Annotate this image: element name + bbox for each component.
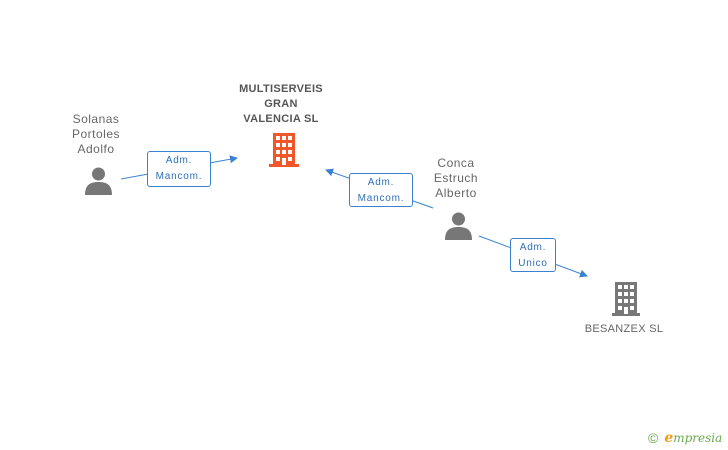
relation-badge-solanas-main[interactable]: Adm. Mancom. bbox=[147, 151, 211, 187]
brand-logo-initial: e bbox=[664, 430, 674, 446]
relation-role-line-1: Adm. bbox=[367, 177, 395, 188]
relation-role-line-2: Unico bbox=[518, 258, 548, 269]
person-conca-line-1: Conca bbox=[437, 156, 475, 170]
relation-role-line-1: Adm. bbox=[519, 242, 547, 253]
relation-role-line-1: Adm. bbox=[165, 155, 193, 166]
relation-role-line-2: Mancom. bbox=[357, 193, 405, 204]
person-solanas-line-1: Solanas bbox=[72, 112, 120, 126]
person-solanas-line-3: Adolfo bbox=[77, 142, 115, 156]
company-main-line-3: VALENCIA SL bbox=[243, 113, 319, 125]
person-solanas-label: Solanas Portoles Adolfo bbox=[60, 112, 132, 157]
person-icon[interactable] bbox=[444, 211, 473, 240]
company-main-line-2: GRAN bbox=[264, 98, 298, 110]
company-besanzex-label: BESANZEX SL bbox=[584, 323, 664, 335]
copyright-icon: © bbox=[648, 430, 659, 446]
company-main-label: MULTISERVEIS GRAN VALENCIA SL bbox=[226, 82, 336, 127]
relation-badge-conca-main[interactable]: Adm. Mancom. bbox=[349, 173, 413, 207]
empresia-watermark: © e mpresia bbox=[648, 428, 722, 448]
person-conca-line-3: Alberto bbox=[435, 186, 477, 200]
person-icon[interactable] bbox=[84, 166, 113, 195]
building-icon[interactable] bbox=[611, 282, 641, 316]
brand-logo-text: mpresia bbox=[673, 431, 723, 445]
person-solanas-line-2: Portoles bbox=[71, 127, 121, 141]
relation-badge-conca-besanzex[interactable]: Adm. Unico bbox=[510, 238, 556, 272]
building-icon[interactable] bbox=[268, 133, 300, 167]
person-conca-line-2: Estruch bbox=[433, 171, 479, 185]
person-conca-label: Conca Estruch Alberto bbox=[420, 156, 492, 201]
company-main-line-1: MULTISERVEIS bbox=[239, 83, 323, 95]
relation-role-line-2: Mancom. bbox=[155, 171, 203, 182]
